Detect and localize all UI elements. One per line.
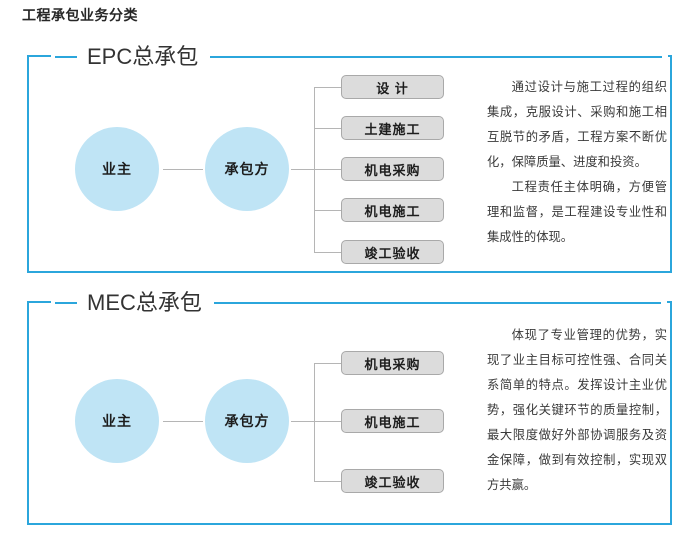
branch-epc-5 xyxy=(314,252,342,253)
node-box-epc-4[interactable]: 机电施工 xyxy=(341,198,444,222)
branch-mec-1 xyxy=(314,363,342,364)
header-rule-mec xyxy=(213,302,661,304)
connector-owner-contractor-epc xyxy=(163,169,203,170)
circle-contractor-mec[interactable]: 承包方 xyxy=(205,379,289,463)
header-dash-icon xyxy=(55,302,77,304)
header-rule-epc xyxy=(210,56,663,58)
tree-spine-mec xyxy=(314,363,315,481)
branch-epc-4 xyxy=(314,210,342,211)
section-panel-mec: MEC总承包 业主 承包方 机电采购 机电施工 竣工验收 体现了专业管理的优势，… xyxy=(27,288,672,525)
header-dash-icon xyxy=(55,56,77,58)
node-box-mec-1[interactable]: 机电采购 xyxy=(341,351,444,375)
branch-epc-3 xyxy=(314,169,342,170)
connector-contractor-spine-epc xyxy=(291,169,315,170)
node-box-mec-2[interactable]: 机电施工 xyxy=(341,409,444,433)
description-epc-para-1: 通过设计与施工过程的组织集成，克服设计、采购和施工相互脱节的矛盾，工程方案不断优… xyxy=(487,80,667,169)
circle-owner-epc[interactable]: 业主 xyxy=(75,127,159,211)
node-box-epc-2[interactable]: 土建施工 xyxy=(341,116,444,140)
diagram-mec: 业主 承包方 机电采购 机电施工 竣工验收 体现了专业管理的优势，实现了业主目标… xyxy=(29,303,670,523)
description-epc: 通过设计与施工过程的组织集成，克服设计、采购和施工相互脱节的矛盾，工程方案不断优… xyxy=(487,75,667,250)
branch-mec-2 xyxy=(314,421,342,422)
description-mec-para-1: 体现了专业管理的优势，实现了业主目标可控性强、合同关系简单的特点。发挥设计主业优… xyxy=(487,328,667,492)
node-box-epc-5[interactable]: 竣工验收 xyxy=(341,240,444,264)
section-header-epc: EPC总承包 xyxy=(51,42,669,72)
connector-owner-contractor-mec xyxy=(163,421,203,422)
connector-contractor-spine-mec xyxy=(291,421,315,422)
section-title-mec: MEC总承包 xyxy=(87,290,202,315)
node-box-mec-3[interactable]: 竣工验收 xyxy=(341,469,444,493)
diagram-epc: 业主 承包方 设 计 土建施工 机电采购 机电施工 竣工验收 通过设计与施工过程… xyxy=(29,57,670,271)
description-epc-para-2: 工程责任主体明确，方便管理和监督，是工程建设专业性和集成性的体现。 xyxy=(487,180,667,244)
node-box-epc-1[interactable]: 设 计 xyxy=(341,75,444,99)
description-mec: 体现了专业管理的优势，实现了业主目标可控性强、合同关系简单的特点。发挥设计主业优… xyxy=(487,323,667,498)
branch-epc-2 xyxy=(314,128,342,129)
circle-owner-mec[interactable]: 业主 xyxy=(75,379,159,463)
branch-epc-1 xyxy=(314,87,342,88)
section-title-epc: EPC总承包 xyxy=(87,44,199,69)
page-title: 工程承包业务分类 xyxy=(22,7,138,23)
branch-mec-3 xyxy=(314,481,342,482)
section-header-mec: MEC总承包 xyxy=(51,288,667,318)
section-panel-epc: EPC总承包 业主 承包方 设 计 土建施工 机电采购 机电施工 竣工验收 通过… xyxy=(27,42,672,273)
node-box-epc-3[interactable]: 机电采购 xyxy=(341,157,444,181)
circle-contractor-epc[interactable]: 承包方 xyxy=(205,127,289,211)
